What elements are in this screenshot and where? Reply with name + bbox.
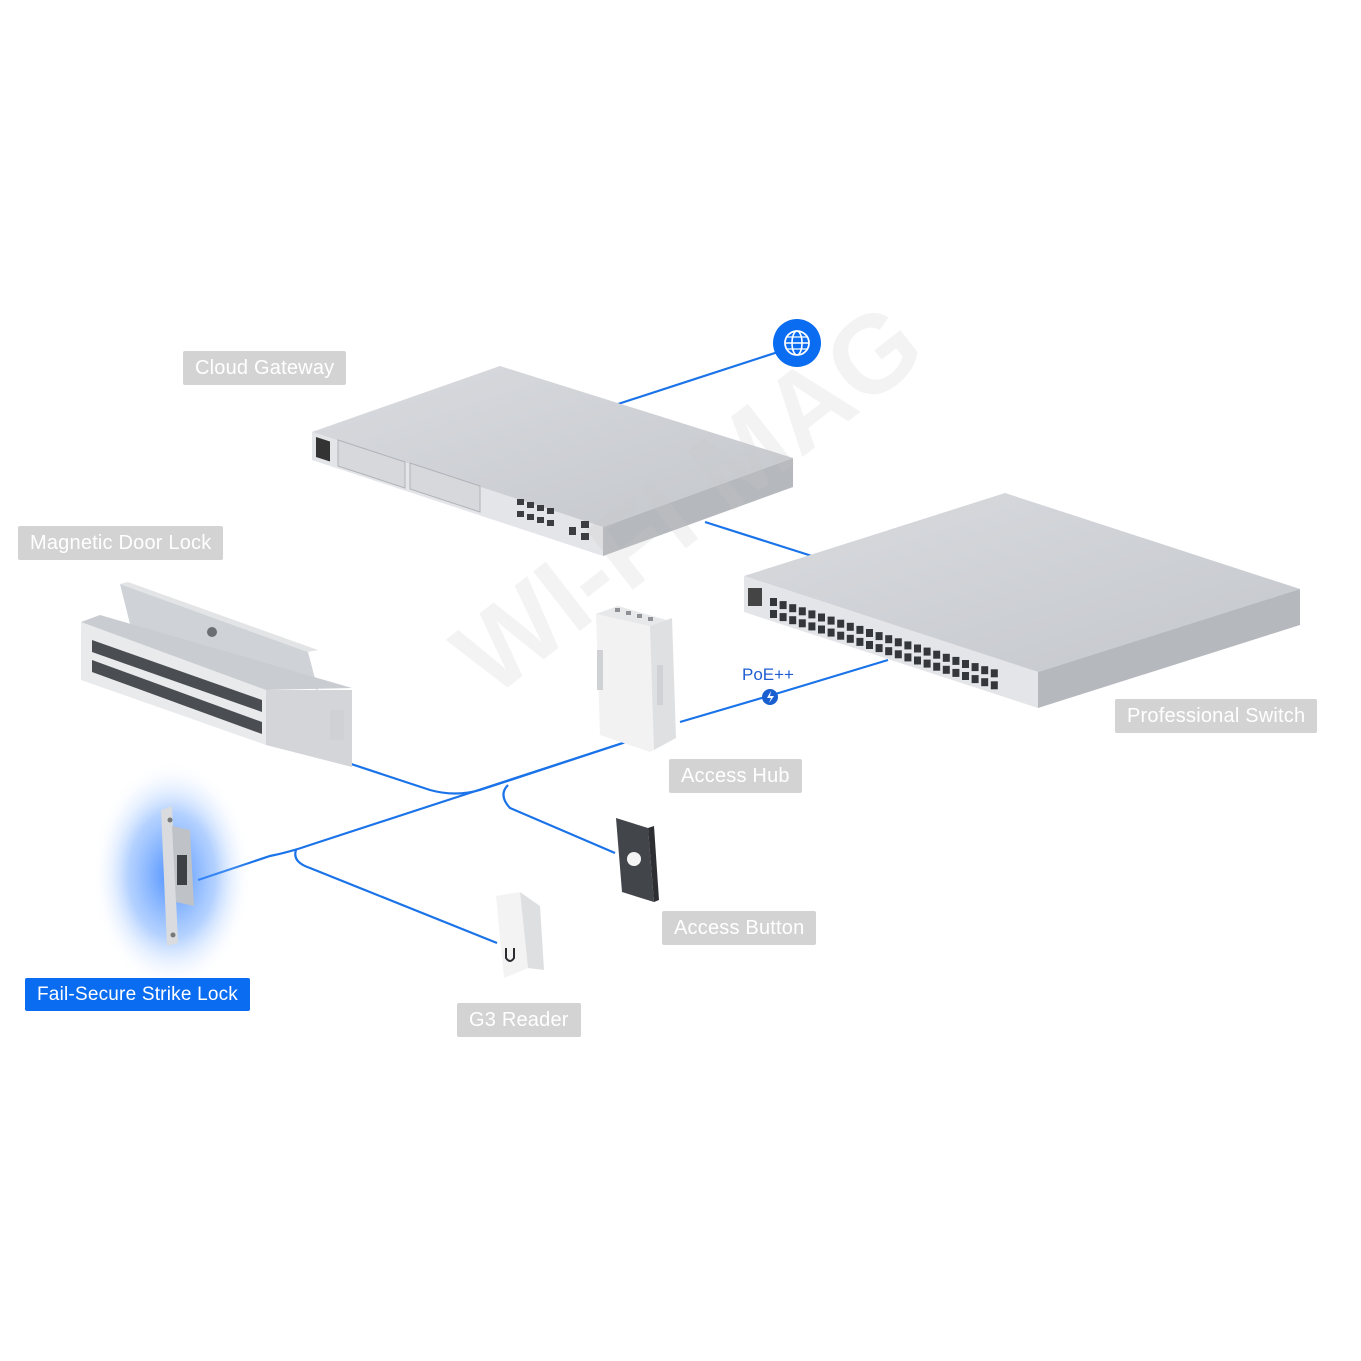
switch-port xyxy=(827,628,835,637)
g3-reader-device[interactable] xyxy=(496,892,544,978)
switch-port xyxy=(990,681,998,690)
switch-port xyxy=(818,613,825,622)
switch-port xyxy=(798,607,806,616)
switch-port xyxy=(942,665,950,674)
cloud-gateway-device[interactable] xyxy=(312,366,793,556)
switch-port xyxy=(971,663,979,672)
switch-port xyxy=(866,629,873,637)
link-hub-strike xyxy=(197,738,633,882)
switch-port xyxy=(856,625,864,634)
switch-port xyxy=(971,675,979,684)
switch-port xyxy=(846,622,854,631)
switch-port xyxy=(962,660,969,668)
professional-switch-device[interactable] xyxy=(744,493,1300,708)
label-fail-secure-strike-lock[interactable]: Fail-Secure Strike Lock xyxy=(25,978,251,1011)
switch-port xyxy=(837,631,845,640)
switch-port xyxy=(990,669,998,678)
switch-port xyxy=(856,637,864,646)
switch-port xyxy=(894,650,902,659)
internet-node xyxy=(773,319,821,367)
label-professional-switch[interactable]: Professional Switch xyxy=(1115,699,1318,733)
switch-port xyxy=(952,656,960,665)
switch-port xyxy=(981,666,989,675)
switch-port xyxy=(798,619,806,628)
button-icon xyxy=(627,852,641,866)
switch-port xyxy=(866,641,873,649)
switch-port xyxy=(875,644,883,653)
link-strike-g3 xyxy=(294,849,498,945)
switch-ports xyxy=(770,598,998,690)
link-switch-hub xyxy=(679,658,889,724)
switch-port xyxy=(942,653,950,662)
switch-port xyxy=(923,647,931,656)
link-hub-maglock xyxy=(344,738,633,795)
switch-port xyxy=(827,616,835,625)
magnetic-door-lock-device[interactable] xyxy=(81,582,352,767)
label-cloud-gateway[interactable]: Cloud Gateway xyxy=(183,351,347,385)
label-magnetic-door-lock[interactable]: Magnetic Door Lock xyxy=(18,526,224,560)
fail-secure-strike-lock-device[interactable] xyxy=(161,806,194,946)
switch-port xyxy=(846,634,854,643)
switch-port xyxy=(933,662,941,671)
link-gateway-switch xyxy=(704,520,813,558)
switch-port xyxy=(894,638,902,647)
lightning-icon xyxy=(762,689,778,705)
switch-port xyxy=(770,610,777,618)
switch-port xyxy=(789,604,797,613)
switch-port xyxy=(933,650,941,659)
switch-port xyxy=(981,678,989,687)
link-gateway-internet xyxy=(617,350,779,406)
link-hub-button xyxy=(502,784,616,855)
switch-port xyxy=(923,659,931,668)
label-access-hub[interactable]: Access Hub xyxy=(669,759,802,793)
switch-port xyxy=(904,653,912,662)
access-hub-device[interactable] xyxy=(596,606,676,752)
switch-port xyxy=(789,616,797,625)
switch-port xyxy=(914,656,921,665)
switch-port xyxy=(904,641,912,650)
switch-port xyxy=(818,625,825,634)
switch-port xyxy=(779,613,787,622)
access-button-device[interactable] xyxy=(616,818,659,902)
switch-port xyxy=(808,622,816,631)
switch-port xyxy=(808,610,816,619)
switch-port xyxy=(770,598,777,606)
switch-port xyxy=(779,601,787,610)
switch-port xyxy=(875,632,883,641)
switch-port xyxy=(837,619,845,628)
switch-port xyxy=(885,635,893,644)
switch-port xyxy=(952,668,960,677)
connections xyxy=(197,350,889,945)
ubiquiti-logo-icon xyxy=(505,948,515,962)
label-g3-reader[interactable]: G3 Reader xyxy=(457,1003,581,1037)
switch-port xyxy=(914,644,921,653)
poe-label: PoE++ xyxy=(742,665,794,684)
switch-port xyxy=(885,647,893,656)
switch-port xyxy=(962,672,969,680)
label-access-button[interactable]: Access Button xyxy=(662,911,817,945)
